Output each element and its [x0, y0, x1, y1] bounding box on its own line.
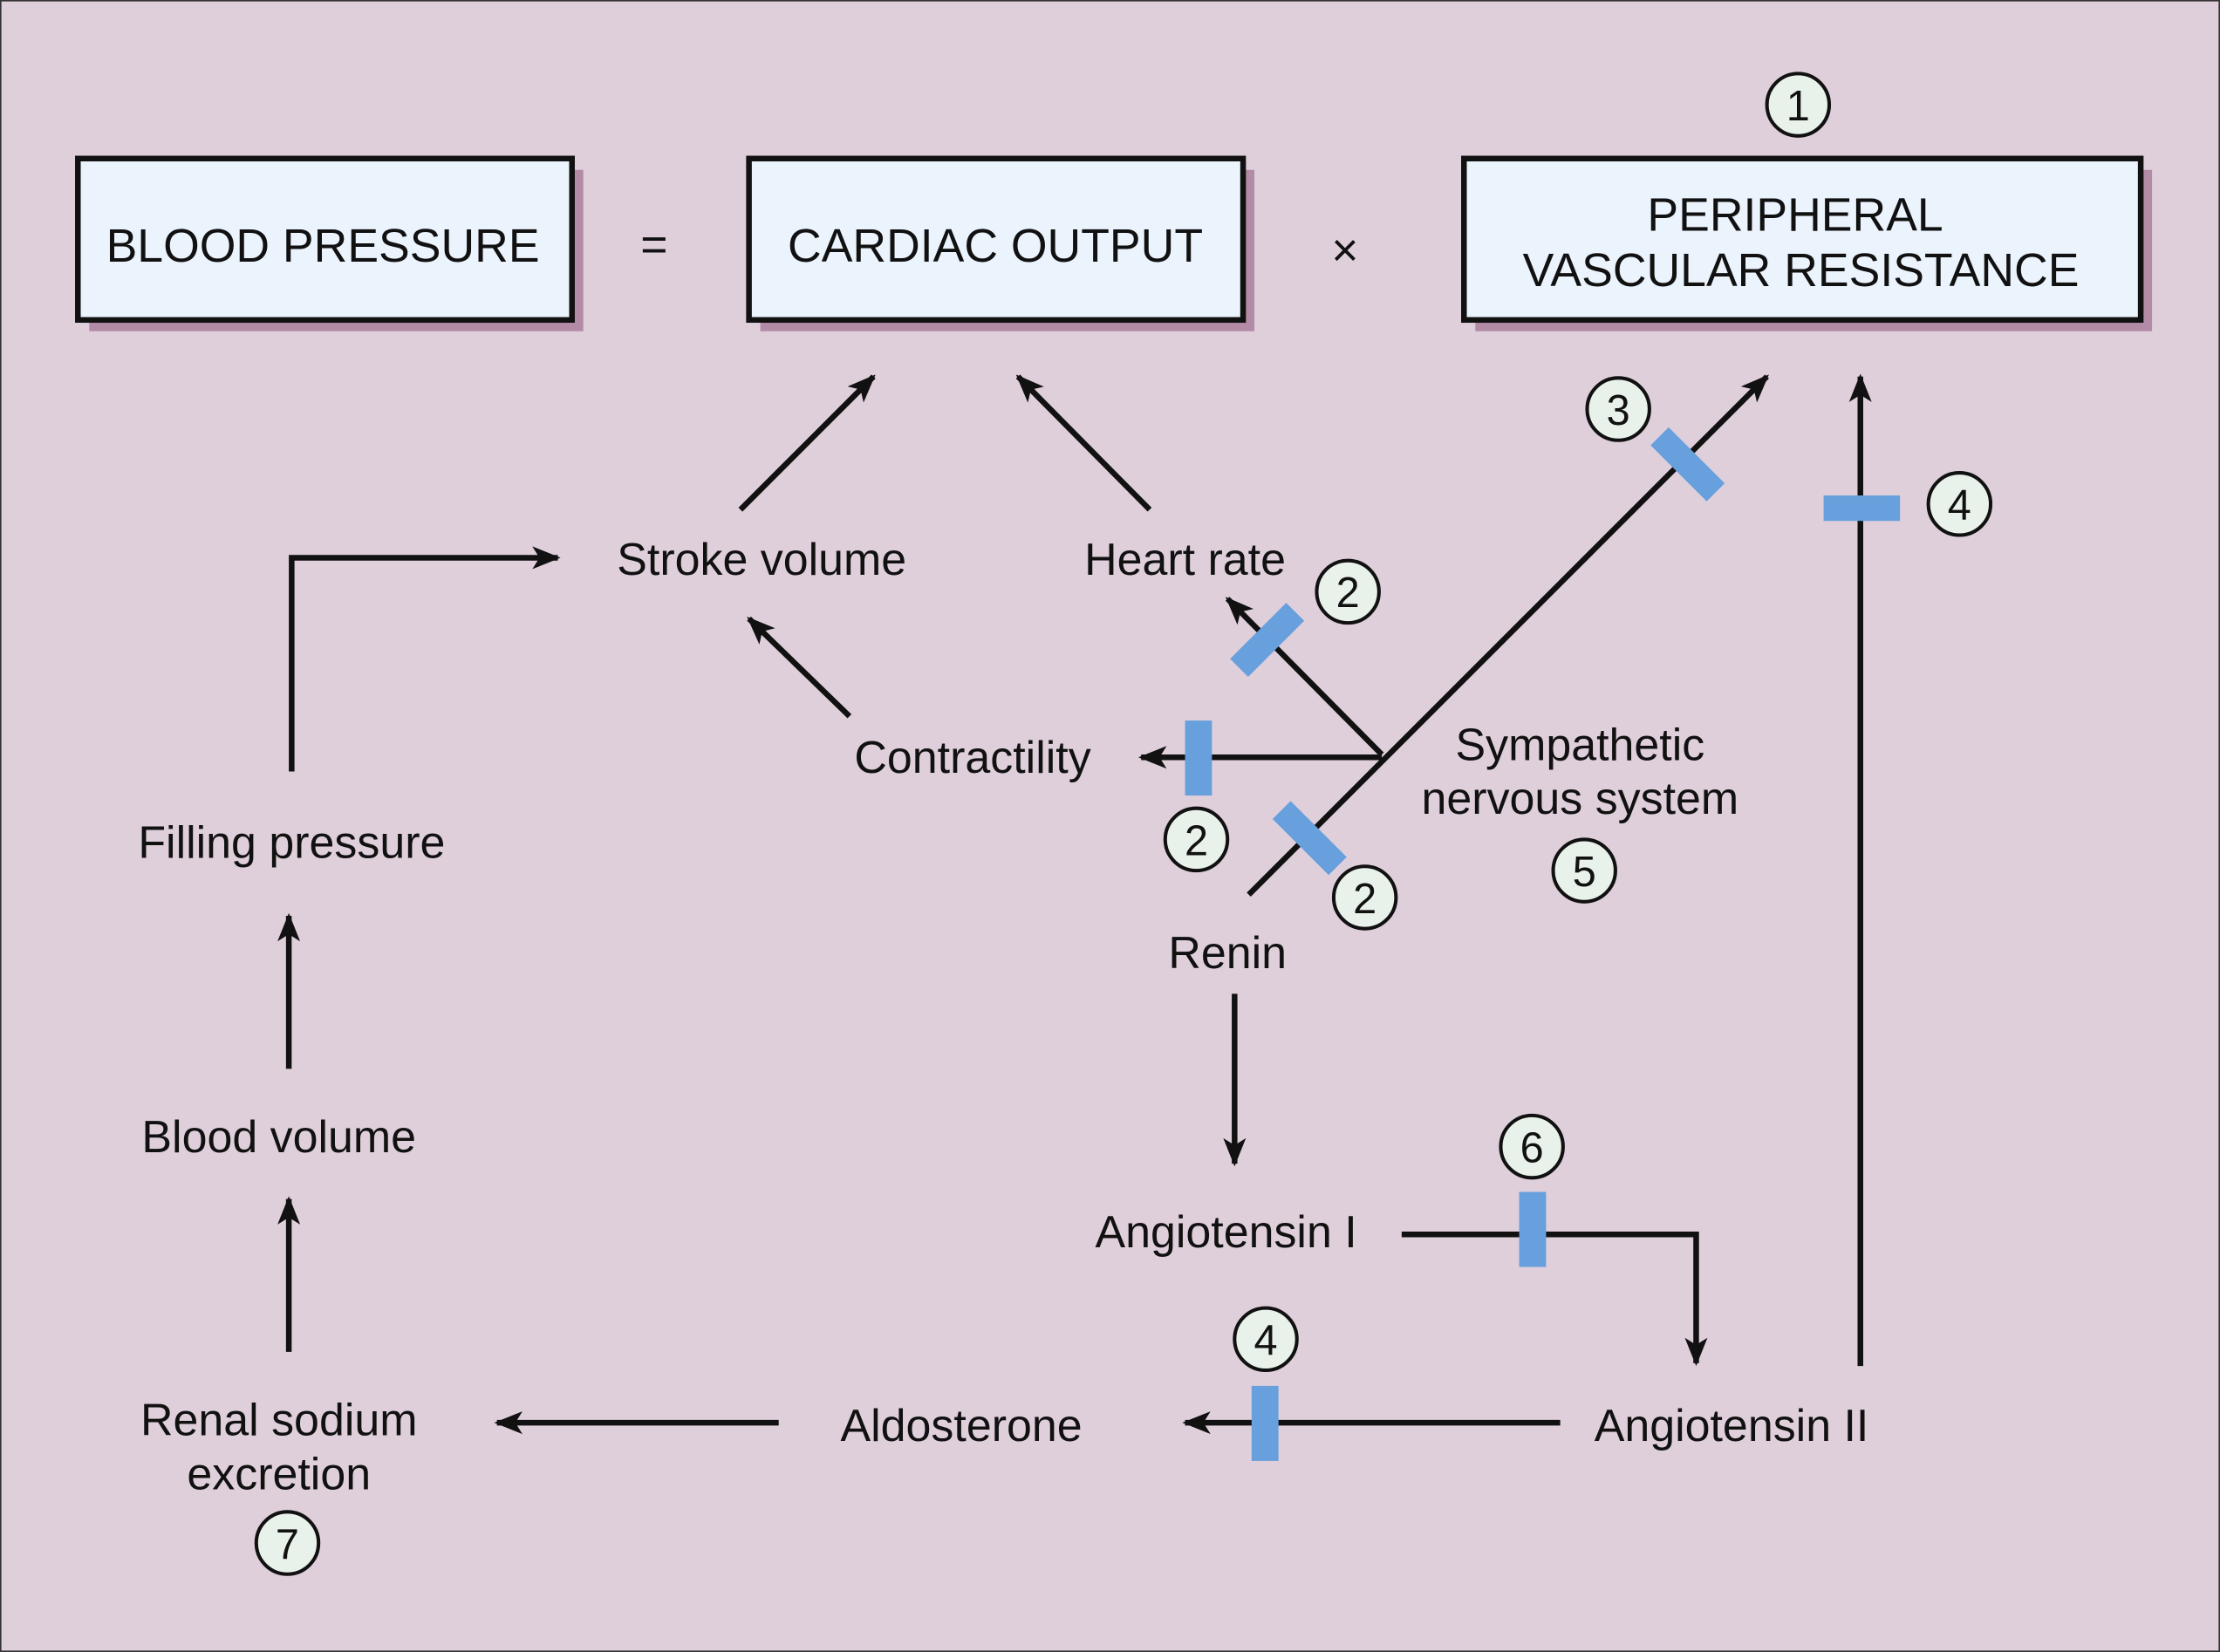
marker-2-heart-rate: 2 [1315, 558, 1381, 625]
marker-2-contractility: 2 [1163, 806, 1230, 873]
blocker-aldosterone [1251, 1385, 1279, 1461]
blood-pressure-box: BLOOD PRESSURE [75, 155, 584, 331]
equals-sign: = [640, 220, 667, 271]
arrow-angiotensin-1-to-angiotensin-2 [1401, 1231, 1708, 1367]
pvr-box: PERIPHERAL VASCULAR RESISTANCE [1461, 155, 2153, 331]
blocker-sympathetic-pvr [1650, 427, 1725, 502]
blocker-renin [1272, 801, 1347, 876]
marker-3: 3 [1585, 376, 1651, 442]
node-heart-rate: Heart rate [1084, 535, 1286, 585]
marker-4-pvr: 4 [1926, 471, 1993, 537]
svg-text:7: 7 [276, 1521, 299, 1568]
blocker-heart-rate [1230, 603, 1305, 678]
svg-text:2: 2 [1185, 817, 1208, 864]
arrow-contractility-to-stroke-volume [747, 616, 852, 719]
node-contractility: Contractility [854, 733, 1090, 783]
cardiac-output-label: CARDIAC OUTPUT [788, 221, 1203, 272]
svg-text:6: 6 [1520, 1124, 1544, 1171]
blockers [1185, 427, 1901, 1461]
node-sympathetic-line2: nervous system [1422, 774, 1739, 824]
svg-text:3: 3 [1607, 387, 1630, 434]
svg-text:2: 2 [1353, 876, 1376, 923]
marker-1: 1 [1765, 72, 1832, 138]
node-filling-pressure: Filling pressure [138, 818, 445, 869]
svg-text:2: 2 [1336, 570, 1360, 617]
pvr-label-line2: VASCULAR RESISTANCE [1523, 245, 2080, 297]
marker-4-aldosterone: 4 [1233, 1306, 1299, 1373]
marker-5: 5 [1551, 837, 1617, 904]
arrow-stroke-volume-to-cardiac-output [738, 374, 876, 512]
blocker-contractility [1185, 720, 1212, 796]
marker-2-renin: 2 [1331, 864, 1398, 931]
pvr-label-line1: PERIPHERAL [1647, 190, 1943, 242]
node-renal-line1: Renal sodium [140, 1396, 417, 1446]
svg-text:1: 1 [1786, 83, 1810, 130]
arrows [277, 373, 1872, 1435]
blocker-angiotensin-pvr [1823, 495, 1901, 522]
node-angiotensin-1: Angiotensin I [1095, 1207, 1356, 1258]
arrow-heart-rate-to-cardiac-output [1015, 374, 1152, 512]
node-sympathetic-line1: Sympathetic [1456, 720, 1705, 771]
node-aldosterone: Aldosterone [841, 1401, 1083, 1451]
blood-pressure-label: BLOOD PRESSURE [106, 221, 540, 272]
node-renal-line2: excretion [187, 1449, 371, 1499]
arrow-filling-pressure-to-stroke-volume [289, 546, 561, 772]
multiply-sign: × [1331, 225, 1358, 276]
marker-6: 6 [1499, 1113, 1565, 1180]
arrow-sympathetic-to-heart-rate [1225, 597, 1384, 757]
cardiac-output-box: CARDIAC OUTPUT [746, 155, 1255, 331]
node-blood-volume: Blood volume [141, 1112, 416, 1163]
blocker-ace [1519, 1191, 1547, 1267]
marker-7: 7 [254, 1510, 321, 1576]
node-renin: Renin [1168, 928, 1287, 979]
svg-text:4: 4 [1253, 1317, 1277, 1364]
node-stroke-volume: Stroke volume [617, 535, 906, 585]
node-angiotensin-2: Angiotensin II [1595, 1401, 1869, 1451]
svg-text:4: 4 [1948, 482, 1971, 529]
svg-text:5: 5 [1573, 849, 1596, 896]
